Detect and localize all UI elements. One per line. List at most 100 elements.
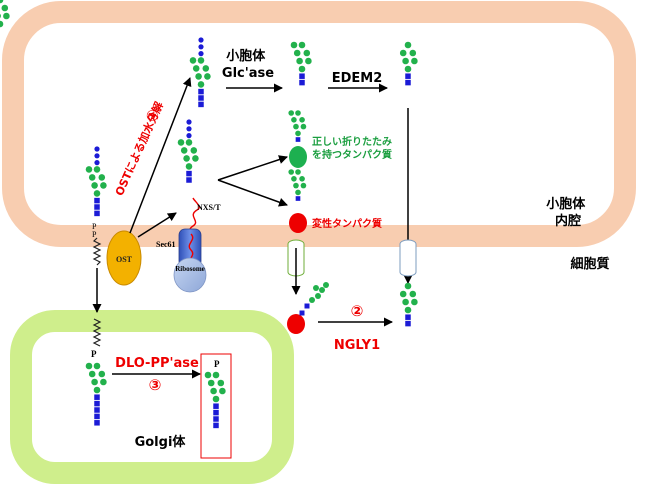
glucose-residue <box>94 153 100 159</box>
mannose-residue <box>288 110 295 116</box>
arrow-to-misfolded <box>217 179 288 207</box>
mannose-residue <box>319 287 325 293</box>
glucose-residue <box>186 133 192 139</box>
mannose-residue <box>313 285 319 291</box>
er-membrane <box>2 1 636 247</box>
mannose-residue <box>85 362 93 370</box>
er-lumen-label-1: 小胞体 <box>546 196 586 212</box>
correctly-folded-label: 正しい折りたたみ を持つタンパク質 <box>312 135 395 161</box>
mannose-residue <box>98 174 106 181</box>
glcnac-residue <box>94 400 100 407</box>
glcase-label-2: Glc'ase <box>222 66 274 81</box>
dlo-ppase-product-glycan <box>204 371 226 429</box>
mannose-residue <box>204 73 211 80</box>
mannose-residue <box>189 57 197 64</box>
mannose-residue <box>299 175 305 182</box>
mannose-residue <box>85 166 93 173</box>
ost-enzyme <box>106 230 142 286</box>
mannose-residue <box>180 147 188 154</box>
mannose-residue <box>212 371 220 379</box>
mannose-residue <box>0 0 4 4</box>
nxs-t-label: NXS/T <box>197 203 221 212</box>
mannose-residue <box>399 290 407 298</box>
correctly-folded-label-2: を持つタンパク質 <box>312 148 392 161</box>
mannose-residue <box>210 387 217 395</box>
dolichol-tail-left <box>92 237 102 266</box>
mannose-residue <box>295 189 301 196</box>
dlo-glycan-golgi <box>85 362 107 426</box>
arrow-ost-hydrolysis <box>129 77 192 234</box>
ost-hydrolysis-text: OSTによる加水分解 <box>112 99 166 197</box>
misfolded-label: 変性タンパク質 <box>312 217 382 230</box>
golgi-label: Golgi体 <box>135 434 187 450</box>
mannose-residue <box>300 182 307 189</box>
mannose-residue <box>100 378 107 386</box>
mannose-residue <box>323 282 329 288</box>
glucose-residue <box>198 37 204 43</box>
mannose-residue <box>411 57 418 65</box>
glucose-residue <box>186 126 192 132</box>
ost-hydrolysis-label: ① OSTによる加水分解 <box>109 98 167 198</box>
glucose-residue <box>94 146 100 152</box>
correctly-folded-label-1: 正しい折りたたみ <box>312 135 392 148</box>
mannose-residue <box>190 147 198 154</box>
mannose-residue <box>288 169 295 175</box>
glcnac-residue <box>295 137 301 142</box>
retrotranslocon-channel-right <box>399 239 417 277</box>
mannose-residue <box>295 169 301 175</box>
correctly-folded-protein <box>289 146 307 168</box>
dolichol-tail-golgi <box>92 318 102 347</box>
glycan-after-edem2 <box>399 41 418 86</box>
mannose-residue <box>409 290 417 298</box>
glcase-label: 小胞体 Glc'ase <box>222 48 274 81</box>
glcnac-residue <box>405 320 411 327</box>
mannose-residue <box>290 41 298 49</box>
mannose-residue <box>404 282 412 290</box>
mannose-residue <box>296 57 303 65</box>
glucose-residue <box>198 51 204 57</box>
mannose-residue <box>1 4 9 12</box>
mannose-residue <box>293 49 301 57</box>
glcnac-residue <box>94 210 100 217</box>
mannose-residue <box>204 371 212 379</box>
glycan-after-glcase <box>290 41 312 86</box>
arrow-to-folded <box>217 155 288 181</box>
glcase-label-1: 小胞体 <box>226 48 266 64</box>
mannose-residue <box>309 297 315 303</box>
dlo-glycan-left <box>85 146 107 217</box>
marker-2: ② <box>351 302 364 320</box>
arrow-ost-transfer <box>137 212 177 238</box>
misfolded-protein-cytosol <box>287 314 305 334</box>
mannose-residue <box>402 57 409 65</box>
glcnac-residue <box>405 73 411 79</box>
mannose-residue <box>88 174 96 181</box>
misfolded-protein <box>289 213 307 233</box>
mannose-residue <box>93 362 101 370</box>
er-lumen-label-2: 内腔 <box>555 213 581 229</box>
dlo-ppase-label: DLO-PP'ase <box>115 356 199 371</box>
mannose-residue <box>409 49 417 57</box>
mannose-residue <box>298 65 306 73</box>
glcnac-residue <box>198 95 204 101</box>
glucose-residue <box>94 160 100 166</box>
free-glycan-ngly1 <box>399 282 418 327</box>
mannose-residue <box>3 12 10 20</box>
glcnac-residue <box>213 416 219 422</box>
mannose-residue <box>291 175 297 182</box>
mannose-residue <box>404 306 412 314</box>
mannose-residue <box>298 41 306 49</box>
mannose-residue <box>404 65 412 73</box>
glycan-misfolded-protein <box>288 169 307 201</box>
mannose-residue <box>207 379 215 387</box>
mannose-residue <box>91 182 98 189</box>
pp-label-1: P <box>92 222 97 231</box>
p-product-label: P <box>214 359 220 369</box>
mannose-residue <box>300 123 307 130</box>
mannose-residue <box>197 81 205 88</box>
mannose-residue <box>195 73 202 80</box>
mannose-residue <box>185 139 193 146</box>
free-glycan-ost <box>189 37 211 108</box>
glcnac-residue <box>304 303 310 309</box>
glcnac-residue <box>295 196 301 201</box>
mannose-residue <box>399 49 407 57</box>
